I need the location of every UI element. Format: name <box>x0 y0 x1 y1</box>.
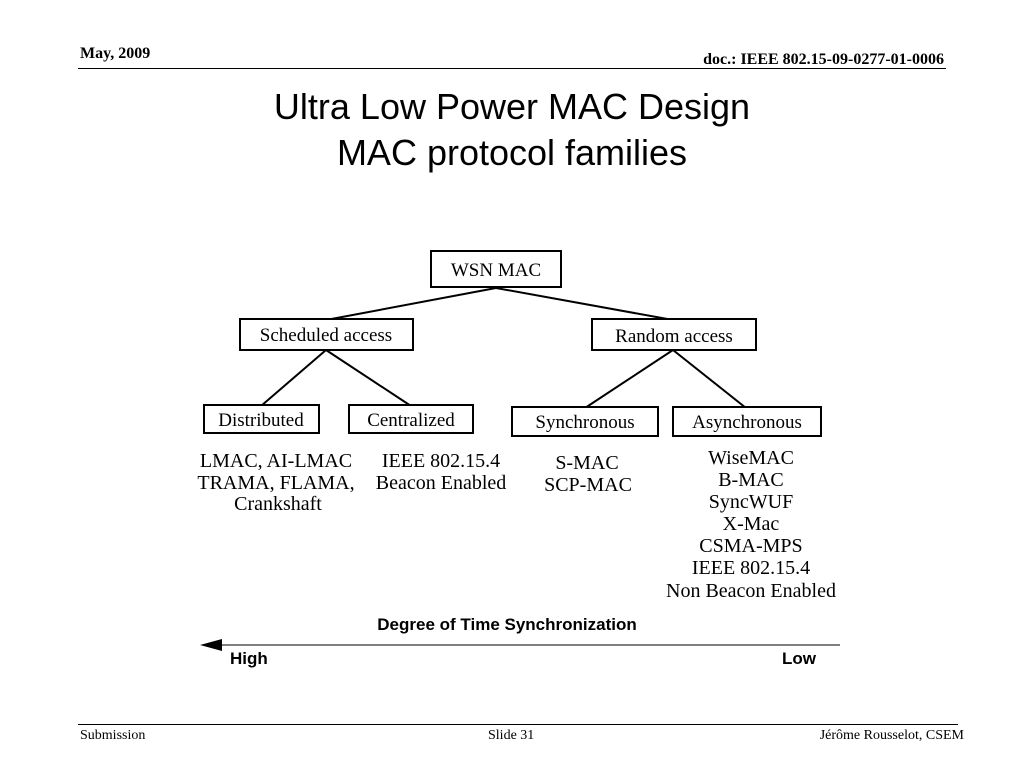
protocol-item: TRAMA, FLAMA, <box>197 472 354 494</box>
axis-low-label: Low <box>782 649 817 668</box>
protocol-item: IEEE 802.15.4 <box>692 557 810 579</box>
protocol-item: CSMA-MPS <box>699 535 802 557</box>
axis-label: Degree of Time Synchronization <box>377 615 636 634</box>
distributed-protocol-list: LMAC, AI-LMAC TRAMA, FLAMA, Crankshaft <box>197 450 354 515</box>
node-centralized-label: Centralized <box>367 410 455 431</box>
protocol-item: S-MAC <box>555 452 618 474</box>
node-asynchronous-label: Asynchronous <box>692 412 802 433</box>
sync-axis-arrow <box>200 639 840 651</box>
node-centralized: Centralized <box>348 404 474 434</box>
centralized-protocol-list: IEEE 802.15.4 Beacon Enabled <box>376 450 507 494</box>
protocol-item: SCP-MAC <box>544 474 632 496</box>
header-date: May, 2009 <box>80 45 151 62</box>
node-synchronous: Synchronous <box>511 406 659 437</box>
footer-slide-number: Slide 31 <box>488 728 535 743</box>
synchronous-protocol-list: S-MAC SCP-MAC <box>544 452 632 496</box>
protocol-item: SyncWUF <box>709 491 793 513</box>
node-scheduled-access-label: Scheduled access <box>260 325 392 346</box>
protocol-item: X-Mac <box>723 513 780 535</box>
node-random-access: Random access <box>591 318 757 351</box>
slide-title-line2: MAC protocol families <box>336 132 688 173</box>
header-doc-id: doc.: IEEE 802.15-09-0277-01-0006 <box>703 51 944 68</box>
protocol-item: B-MAC <box>718 469 784 491</box>
node-asynchronous: Asynchronous <box>672 406 822 437</box>
protocol-item: Beacon Enabled <box>376 472 507 494</box>
slide-title: Ultra Low Power MAC Design MAC protocol … <box>0 84 1024 176</box>
node-synchronous-label: Synchronous <box>535 412 634 433</box>
node-random-access-label: Random access <box>615 326 733 347</box>
node-distributed-label: Distributed <box>218 410 304 431</box>
protocol-item: LMAC, AI-LMAC <box>200 450 352 472</box>
node-wsn-mac: WSN MAC <box>430 250 562 288</box>
node-distributed: Distributed <box>203 404 320 434</box>
header-rule <box>78 68 946 69</box>
node-wsn-mac-label: WSN MAC <box>451 260 541 281</box>
asynchronous-protocol-list: WiseMAC B-MAC SyncWUF X-Mac CSMA-MPS IEE… <box>666 447 836 602</box>
slide-title-line1: Ultra Low Power MAC Design <box>273 86 751 127</box>
footer-author: Jérôme Rousselot, CSEM <box>819 728 964 743</box>
protocol-item: IEEE 802.15.4 <box>382 450 500 472</box>
footer-submission: Submission <box>80 728 146 743</box>
protocol-item: Crankshaft <box>234 493 322 515</box>
protocol-item: WiseMAC <box>708 447 794 469</box>
axis-high-label: High <box>230 649 268 668</box>
arrow-left-icon <box>200 639 222 651</box>
node-scheduled-access: Scheduled access <box>239 318 414 351</box>
protocol-item: Non Beacon Enabled <box>666 580 836 602</box>
footer-rule <box>78 724 958 725</box>
tree-connectors <box>260 287 747 409</box>
